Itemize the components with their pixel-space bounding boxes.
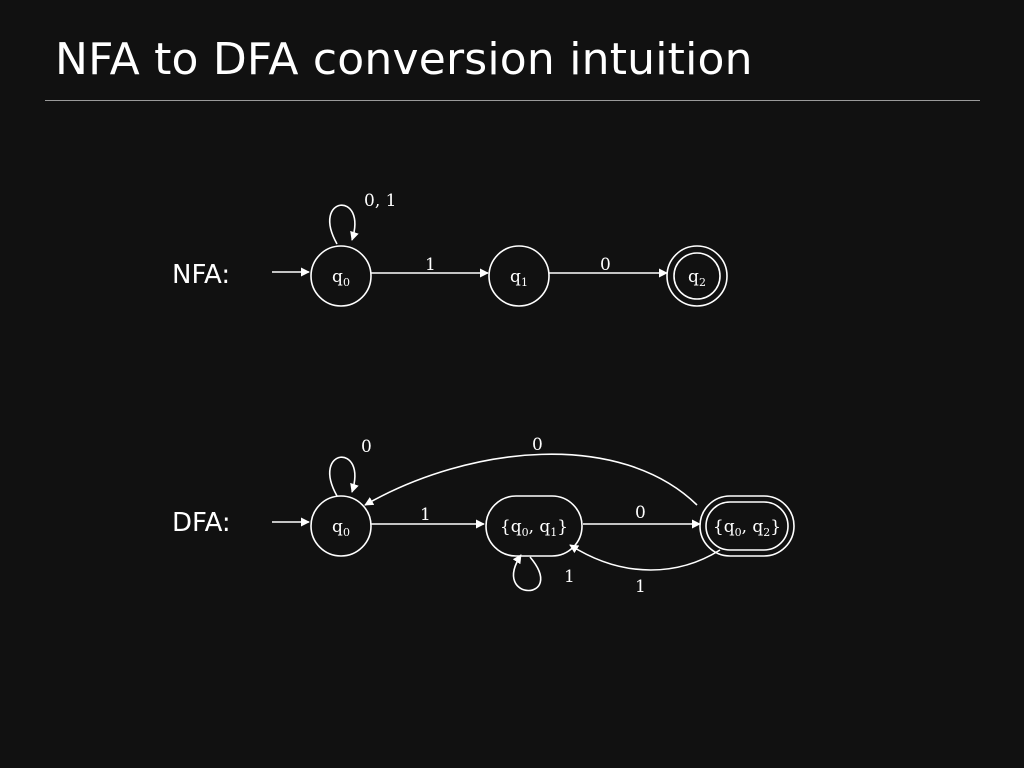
dfa-edge-label-d02-d0: 0 xyxy=(532,435,543,455)
svg-text:q2: q2 xyxy=(688,267,706,289)
svg-text:q0: q0 xyxy=(332,267,350,289)
svg-text:q1: q1 xyxy=(510,267,528,289)
nfa-state-q1: q1 xyxy=(488,245,550,307)
dfa-diagram: 0 1 1 0 0 1 q0 {q0, q1} {q0, q2} xyxy=(272,435,795,597)
nfa-state-q0: q0 xyxy=(310,245,372,307)
svg-text:q0: q0 xyxy=(332,517,350,539)
dfa-label: DFA: xyxy=(172,508,231,538)
dfa-edge-label-d0-d0: 0 xyxy=(361,437,372,457)
dfa-edge-d02-d0 xyxy=(364,453,698,506)
nfa-edge-label-q0-q0: 0, 1 xyxy=(364,191,396,211)
nfa-label: NFA: xyxy=(172,260,231,290)
page-title: NFA to DFA conversion intuition xyxy=(55,34,753,85)
svg-text:{q0, q2}: {q0, q2} xyxy=(713,517,781,539)
nfa-edge-q0-q0 xyxy=(329,204,359,245)
dfa-state-q0-q1: {q0, q1} xyxy=(485,495,583,557)
nfa-edge-label-q0-q1: 1 xyxy=(425,255,436,275)
dfa-edge-label-d01-d01: 1 xyxy=(564,567,575,587)
dfa-edge-d01-d01 xyxy=(512,554,542,592)
dfa-edge-d0-d0 xyxy=(329,456,359,497)
svg-text:{q0, q1}: {q0, q1} xyxy=(500,517,568,539)
dfa-edge-d02-d01 xyxy=(569,544,721,571)
nfa-edge-label-q1-q2: 0 xyxy=(600,255,611,275)
dfa-state-q0: q0 xyxy=(310,495,372,557)
title-divider xyxy=(45,100,980,101)
nfa-diagram: 0, 1 1 0 q0 q1 q2 xyxy=(272,191,728,307)
nfa-state-q2: q2 xyxy=(666,245,728,307)
dfa-state-q0-q2: {q0, q2} xyxy=(699,495,795,557)
dfa-edge-label-d01-d02: 0 xyxy=(635,503,646,523)
dfa-edge-label-d0-d01: 1 xyxy=(420,505,431,525)
dfa-edge-label-d02-d01: 1 xyxy=(635,577,646,597)
